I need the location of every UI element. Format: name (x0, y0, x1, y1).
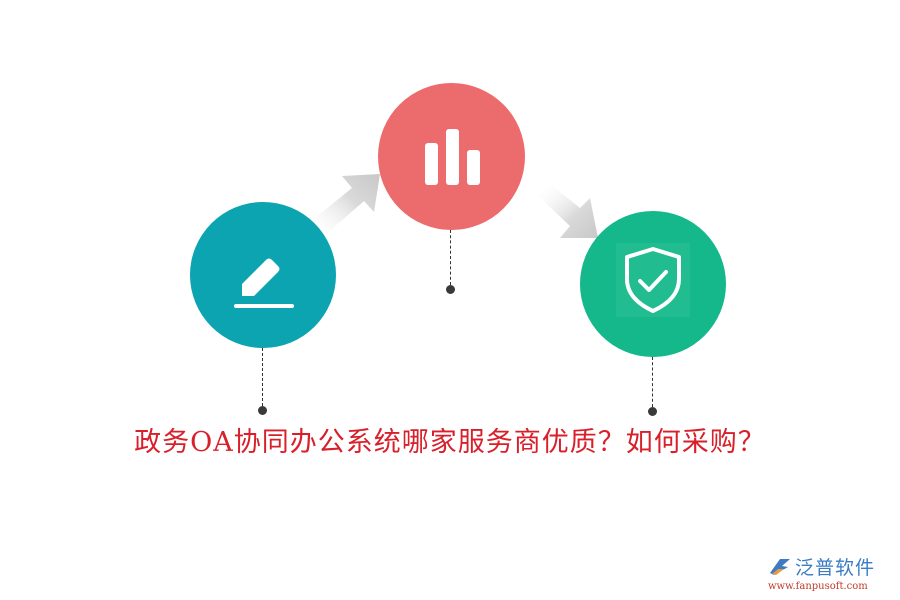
leader-dot-analyze (446, 285, 455, 294)
leader-dot-edit (258, 406, 267, 415)
page-title: 政务OA协同办公系统哪家服务商优质？如何采购？ (134, 427, 766, 458)
brand-mark-icon (770, 558, 790, 575)
arrow-up-right-icon (310, 174, 380, 236)
pencil-edit-icon (234, 258, 294, 308)
brand-url: www.fanpusoft.com (768, 581, 868, 592)
shield-check-icon (625, 247, 681, 313)
brand-logo: 泛普软件 www.fanpusoft.com (768, 553, 893, 592)
leader-line-edit (262, 348, 263, 406)
arrow-down-right-icon (538, 184, 598, 238)
leader-line-secure (652, 357, 653, 407)
brand-name: 泛普软件 (795, 557, 876, 579)
step-edit-circle (190, 202, 336, 348)
leader-line-analyze (450, 230, 451, 285)
step-secure-circle (580, 211, 726, 357)
step-analyze-circle (378, 83, 525, 230)
leader-dot-secure (648, 407, 657, 416)
bar-chart-icon (424, 128, 480, 185)
